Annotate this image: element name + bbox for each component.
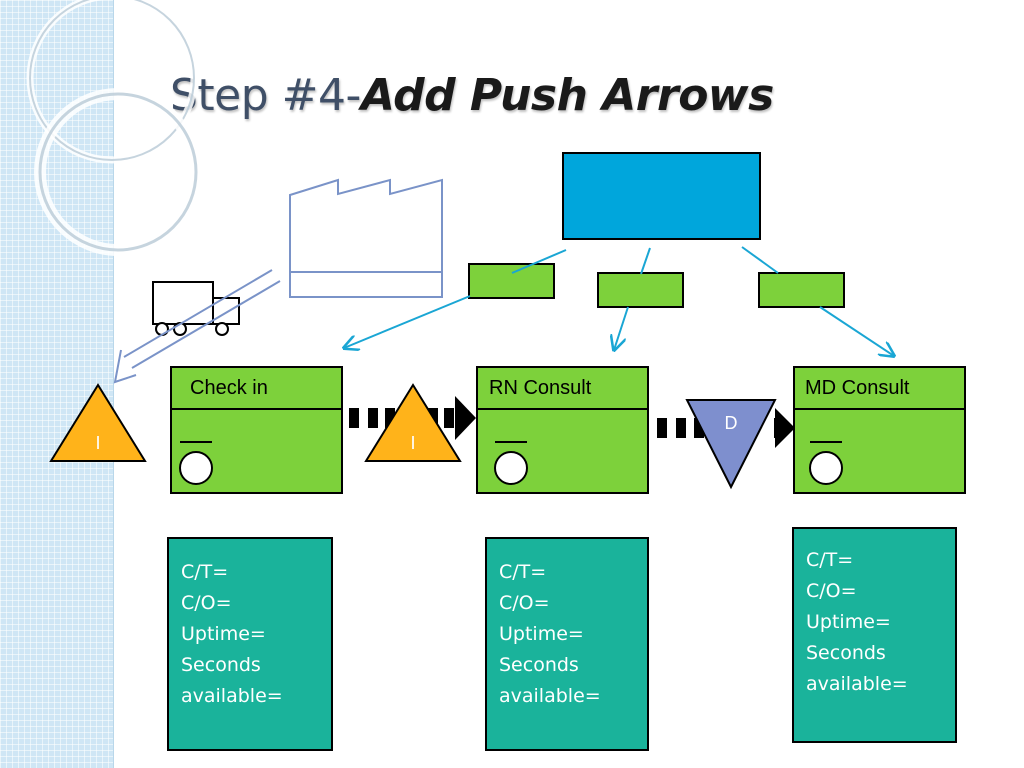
data-line-seconds: Seconds (499, 654, 579, 676)
schedule-box-2 (597, 272, 684, 308)
title-prefix: Step #4- (170, 70, 361, 121)
data-line-changeover: C/O= (806, 580, 857, 602)
data-line-uptime: Uptime= (181, 623, 266, 645)
process-label-check-in: Check in (190, 377, 268, 399)
data-box-rn-consult: C/T= C/O= Uptime= Seconds available= (485, 537, 649, 751)
schedule-box-1 (468, 263, 555, 299)
operator-icon (494, 451, 528, 485)
process-label-md-consult: MD Consult (805, 377, 910, 399)
data-box-md-consult: C/T= C/O= Uptime= Seconds available= (792, 527, 957, 743)
data-line-available: available= (499, 685, 601, 707)
data-box-check-in: C/T= C/O= Uptime= Seconds available= (167, 537, 333, 751)
process-box-md-consult (793, 366, 966, 494)
process-label-rn-consult: RN Consult (489, 377, 592, 399)
operator-icon (179, 451, 213, 485)
operator-icon (809, 451, 843, 485)
data-line-cycle-time: C/T= (499, 561, 547, 583)
data-line-changeover: C/O= (499, 592, 550, 614)
data-line-seconds: Seconds (806, 642, 886, 664)
production-control-box (562, 152, 761, 240)
inventory-label-1: I (95, 433, 101, 453)
shipment-arrow (113, 269, 281, 384)
inventory-triangle-2 (364, 383, 462, 462)
schedule-box-3 (758, 272, 845, 308)
slide-title: Step #4-Add Push Arrows (170, 70, 774, 121)
process-box-check-in (170, 366, 343, 494)
data-line-cycle-time: C/T= (806, 549, 854, 571)
data-line-changeover: C/O= (181, 592, 232, 614)
decorative-circles (26, 0, 202, 256)
process-box-rn-consult (476, 366, 649, 494)
information-flow-arrows (344, 246, 894, 356)
delay-triangle (685, 399, 777, 490)
truck-icon (152, 281, 240, 336)
inventory-triangle-1 (49, 383, 147, 462)
push-arrow-2 (657, 408, 795, 448)
data-line-available: available= (806, 673, 908, 695)
data-line-uptime: Uptime= (499, 623, 584, 645)
data-line-available: available= (181, 685, 283, 707)
data-line-cycle-time: C/T= (181, 561, 229, 583)
supplier-factory-icon (289, 178, 443, 298)
inventory-label-2: I (410, 433, 416, 453)
data-line-uptime: Uptime= (806, 611, 891, 633)
delay-label: D (724, 413, 738, 433)
data-line-seconds: Seconds (181, 654, 261, 676)
title-emphasis: Add Push Arrows (360, 70, 774, 121)
